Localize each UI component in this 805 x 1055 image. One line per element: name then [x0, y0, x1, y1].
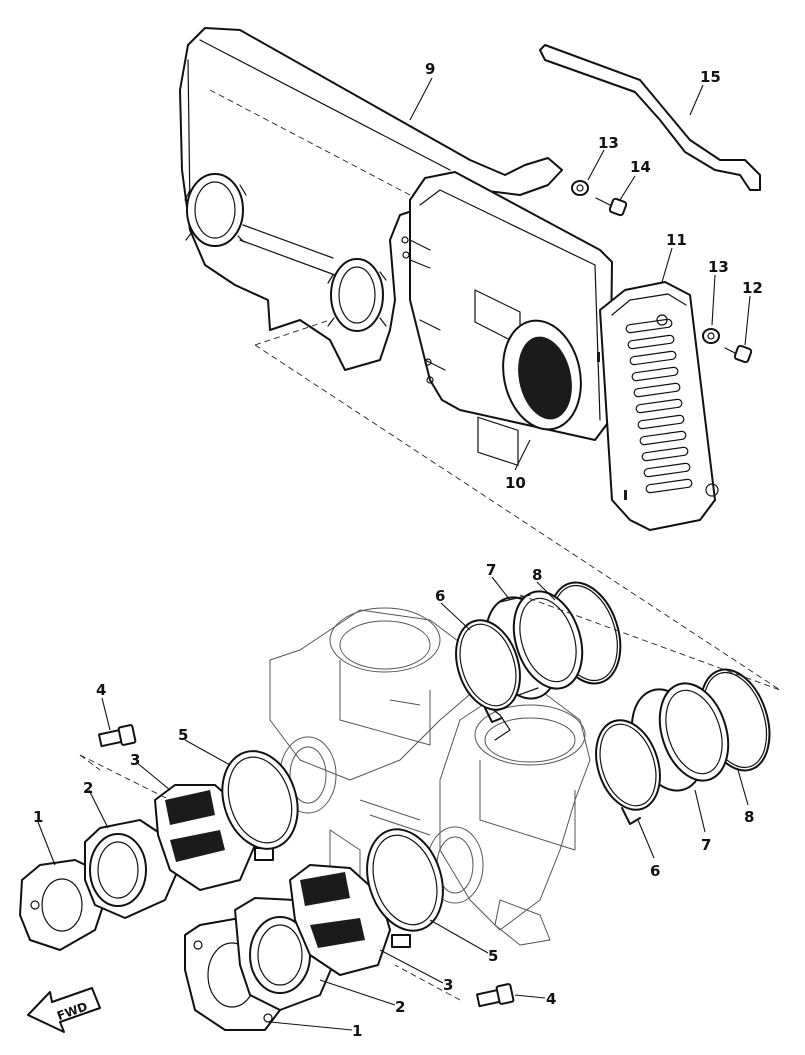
callout-11: 11	[666, 231, 687, 249]
stay-bracket	[539, 44, 761, 191]
air-cleaner-case	[179, 27, 563, 371]
callout-5-lower: 5	[488, 947, 498, 965]
washer-lower	[702, 328, 720, 344]
callout-5-upper: 5	[178, 726, 188, 744]
leader-lines	[37, 77, 751, 1031]
air-duct-upper	[484, 590, 584, 701]
screw-lower	[724, 344, 753, 364]
air-duct-lower	[630, 682, 730, 792]
intake-boot-lower	[289, 864, 411, 976]
forward-arrow-icon: FWD	[27, 987, 101, 1033]
callout-labels: 9 15 13 14 11 13 12 10 8 7 6 8 7 6 4 5 3…	[33, 60, 763, 1040]
callout-13-upper: 13	[598, 134, 619, 152]
callout-8-lower: 8	[744, 808, 754, 826]
insulator-upper	[19, 859, 106, 951]
callout-6-lower: 6	[650, 862, 660, 880]
callout-1-upper: 1	[33, 808, 43, 826]
screw-upper	[595, 197, 628, 217]
callout-4-upper: 4	[96, 681, 106, 699]
callout-3-upper: 3	[130, 751, 140, 769]
callout-12: 12	[742, 279, 763, 297]
band-upper	[221, 750, 299, 850]
callout-9: 9	[425, 60, 435, 78]
air-cleaner-element	[401, 171, 613, 466]
callout-10: 10	[505, 474, 526, 492]
callout-14: 14	[630, 158, 651, 176]
air-cleaner-cover	[597, 281, 719, 531]
callout-7-lower: 7	[701, 836, 711, 854]
hose-clamp-upper	[455, 619, 521, 723]
bolt-lower	[475, 983, 515, 1008]
callout-2-upper: 2	[83, 779, 93, 797]
callout-4-lower: 4	[546, 990, 556, 1008]
callout-15: 15	[700, 68, 721, 86]
washer-upper	[571, 180, 589, 196]
callout-1-lower: 1	[352, 1022, 362, 1040]
callout-6-upper: 6	[435, 587, 445, 605]
bolt-upper	[97, 724, 137, 748]
callout-8-upper: 8	[532, 566, 542, 584]
alignment-lines	[79, 89, 781, 1001]
cover-slots	[625, 318, 693, 494]
callout-3-lower: 3	[443, 976, 453, 994]
band-lower	[366, 828, 444, 932]
callout-13-lower: 13	[708, 258, 729, 276]
callout-2-lower: 2	[395, 998, 405, 1016]
carburetor-joint-upper	[84, 819, 179, 919]
callout-7-upper: 7	[486, 561, 496, 579]
hose-clamp-lower	[595, 719, 661, 825]
